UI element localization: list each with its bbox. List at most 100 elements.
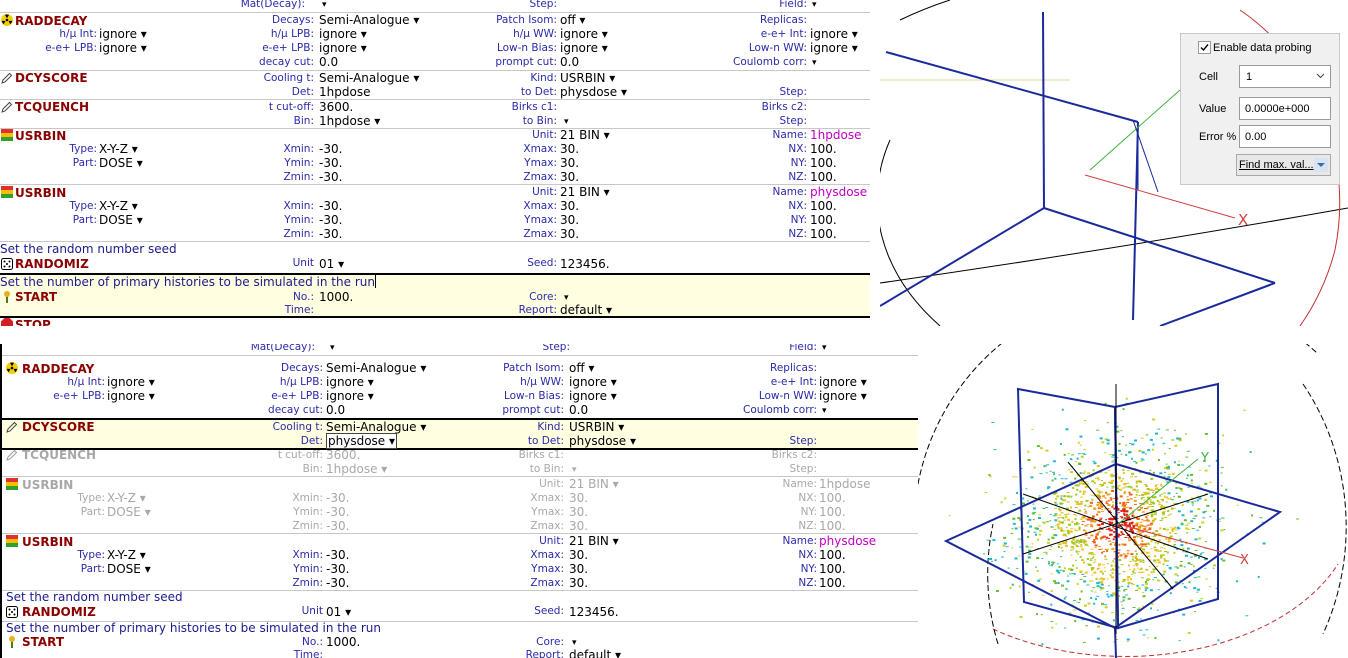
name-field[interactable]: physdose xyxy=(810,185,868,199)
card-name-dcyscore[interactable]: DCYSCORE xyxy=(22,420,95,434)
card-name-usrbin[interactable]: USRBIN xyxy=(22,478,74,492)
coulomb-corr-dropdown[interactable]: ▾ xyxy=(812,58,817,68)
lown-bias-dropdown[interactable]: ignore ▾ xyxy=(569,389,617,403)
ny-field[interactable]: 100. xyxy=(810,156,837,170)
xmax-field[interactable]: 30. xyxy=(569,491,589,505)
name-field[interactable]: 1hpdose xyxy=(819,477,871,491)
zmax-field[interactable]: 30. xyxy=(569,576,589,590)
start-card[interactable]: Set the number of primary histories to b… xyxy=(0,273,870,318)
nx-field[interactable]: 100. xyxy=(810,142,837,156)
unit-dropdown[interactable]: 01 ▾ xyxy=(326,605,352,619)
zmax-field[interactable]: 30. xyxy=(560,170,580,184)
seed-field[interactable]: 123456. xyxy=(569,605,619,619)
type-dropdown[interactable]: X-Y-Z ▾ xyxy=(107,548,146,562)
dose-3d-view[interactable]: X Y xyxy=(918,344,1348,658)
ny-field[interactable]: 100. xyxy=(810,213,837,227)
card-name-start[interactable]: START xyxy=(15,290,58,304)
det-dropdown[interactable]: physdose ▾ xyxy=(326,433,398,449)
card-name-tcquench[interactable]: TCQUENCH xyxy=(22,448,97,462)
cell-select[interactable]: 1 xyxy=(1239,65,1331,88)
nz-field[interactable]: 100. xyxy=(810,227,837,241)
ee-int-dropdown[interactable]: ignore ▾ xyxy=(819,375,867,389)
coulomb-corr-dropdown[interactable]: ▾ xyxy=(822,406,827,416)
card-name-raddecay[interactable]: RADDECAY xyxy=(15,14,88,28)
kind-dropdown[interactable]: USRBIN ▾ xyxy=(569,420,625,434)
no-field[interactable]: 1000. xyxy=(326,635,361,649)
usrbin-card[interactable]: USRBIN Unit: 21 BIN ▾ Name: physdose Typ… xyxy=(0,185,870,242)
unit-dropdown[interactable]: 21 BIN ▾ xyxy=(569,534,619,548)
zmin-field[interactable]: -30. xyxy=(319,227,343,241)
ee-lpb-dropdown[interactable]: ignore ▾ xyxy=(107,389,155,403)
report-dropdown[interactable]: default ▾ xyxy=(569,648,622,658)
report-dropdown[interactable]: default ▾ xyxy=(560,303,613,317)
hmu-int-dropdown[interactable]: ignore ▾ xyxy=(107,375,155,389)
cooling-t-dropdown[interactable]: Semi-Analogue ▾ xyxy=(319,71,420,85)
xmax-field[interactable]: 30. xyxy=(560,142,580,156)
ymax-field[interactable]: 30. xyxy=(569,505,589,519)
det-dropdown[interactable]: 1hpdose xyxy=(319,85,371,99)
to-det-dropdown[interactable]: physdose ▾ xyxy=(560,85,628,99)
enable-probing-checkbox[interactable] xyxy=(1198,41,1211,54)
prompt-cut-field[interactable]: 0.0 xyxy=(569,403,589,417)
value-field[interactable]: 0.0000e+000 xyxy=(1239,97,1331,120)
xmin-field[interactable]: -30. xyxy=(326,548,350,562)
card-name-raddecay[interactable]: RADDECAY xyxy=(22,362,95,376)
patch-isom-dropdown[interactable]: off ▾ xyxy=(569,361,595,375)
mat-decay-dropdown[interactable]: ▾ xyxy=(322,0,327,10)
error-field[interactable]: 0.00 xyxy=(1239,125,1331,148)
nz-field[interactable]: 100. xyxy=(819,519,846,533)
bin-dropdown[interactable]: 1hpdose ▾ xyxy=(326,462,388,476)
ymin-field[interactable]: -30. xyxy=(319,156,343,170)
type-dropdown[interactable]: X-Y-Z ▾ xyxy=(99,142,138,156)
ymin-field[interactable]: -30. xyxy=(326,562,350,576)
bin-dropdown[interactable]: 1hpdose ▾ xyxy=(319,114,381,128)
enable-probing-label[interactable]: Enable data probing xyxy=(1213,42,1312,54)
ee-lpb-dropdown[interactable]: ignore ▾ xyxy=(99,41,147,55)
card-name-randomiz[interactable]: RANDOMIZ xyxy=(22,605,96,619)
stop-card[interactable]: STOP xyxy=(0,317,870,326)
randomiz-card[interactable]: RANDOMIZ Unit 01 ▾ Seed: 123456. xyxy=(0,256,870,274)
name-field[interactable]: physdose xyxy=(819,534,877,548)
usrbin-card[interactable]: USRBIN Unit: 21 BIN ▾ Name: 1hpdose Type… xyxy=(2,477,920,534)
ymax-field[interactable]: 30. xyxy=(569,562,589,576)
ymax-field[interactable]: 30. xyxy=(560,156,580,170)
ny-field[interactable]: 100. xyxy=(819,562,846,576)
start-comment[interactable]: Set the number of primary histories to b… xyxy=(0,275,376,289)
dcyscore-card[interactable]: DCYSCORE Cooling t: Semi-Analogue ▾ Kind… xyxy=(2,418,920,450)
card-name-usrbin[interactable]: USRBIN xyxy=(15,129,67,143)
xmin-field[interactable]: -30. xyxy=(326,491,350,505)
type-dropdown[interactable]: X-Y-Z ▾ xyxy=(99,199,138,213)
to-bin-dropdown[interactable]: ▾ xyxy=(564,117,569,127)
unit-dropdown[interactable]: 01 ▾ xyxy=(319,257,345,271)
part-dropdown[interactable]: DOSE ▾ xyxy=(107,562,151,576)
hmu-int-dropdown[interactable]: ignore ▾ xyxy=(99,27,147,41)
ymin-field[interactable]: -30. xyxy=(319,213,343,227)
usrbin-card[interactable]: USRBIN Unit: 21 BIN ▾ Name: 1hpdose Type… xyxy=(0,128,870,185)
hmu-lpb-dropdown[interactable]: ignore ▾ xyxy=(319,27,367,41)
ymin-field[interactable]: -30. xyxy=(326,505,350,519)
xmax-field[interactable]: 30. xyxy=(569,548,589,562)
decay-cut-field[interactable]: 0.0 xyxy=(326,403,346,417)
core-dropdown[interactable]: ▾ xyxy=(572,638,577,648)
unit-dropdown[interactable]: 21 BIN ▾ xyxy=(560,128,610,142)
ny-field[interactable]: 100. xyxy=(819,505,846,519)
type-dropdown[interactable]: X-Y-Z ▾ xyxy=(107,491,146,505)
no-field[interactable]: 1000. xyxy=(319,290,354,304)
patch-isom-dropdown[interactable]: off ▾ xyxy=(560,13,586,27)
usrbin-card[interactable]: USRBIN Unit: 21 BIN ▾ Name: physdose Typ… xyxy=(2,534,920,591)
xmin-field[interactable]: -30. xyxy=(319,199,343,213)
lown-bias-dropdown[interactable]: ignore ▾ xyxy=(560,41,608,55)
decay-cut-field[interactable]: 0.0 xyxy=(319,55,339,69)
t-cutoff-field[interactable]: 3600. xyxy=(326,448,361,462)
nz-field[interactable]: 100. xyxy=(810,170,837,184)
card-name-dcyscore[interactable]: DCYSCORE xyxy=(15,71,88,85)
find-max-value-button[interactable]: Find max. val... xyxy=(1236,154,1331,176)
mat-decay-dropdown[interactable]: ▾ xyxy=(330,344,335,353)
cooling-t-dropdown[interactable]: Semi-Analogue ▾ xyxy=(326,420,427,434)
ee-int-dropdown[interactable]: ignore ▾ xyxy=(810,27,858,41)
card-name-usrbin[interactable]: USRBIN xyxy=(15,186,67,200)
zmax-field[interactable]: 30. xyxy=(569,519,589,533)
raddecay-card[interactable]: RADDECAY Decays: Semi-Analogue ▾ Patch I… xyxy=(2,361,920,419)
decays-dropdown[interactable]: Semi-Analogue ▾ xyxy=(319,13,420,27)
tcquench-card[interactable]: TCQUENCH t cut-off: 3600. Birks c1: Birk… xyxy=(0,100,870,129)
